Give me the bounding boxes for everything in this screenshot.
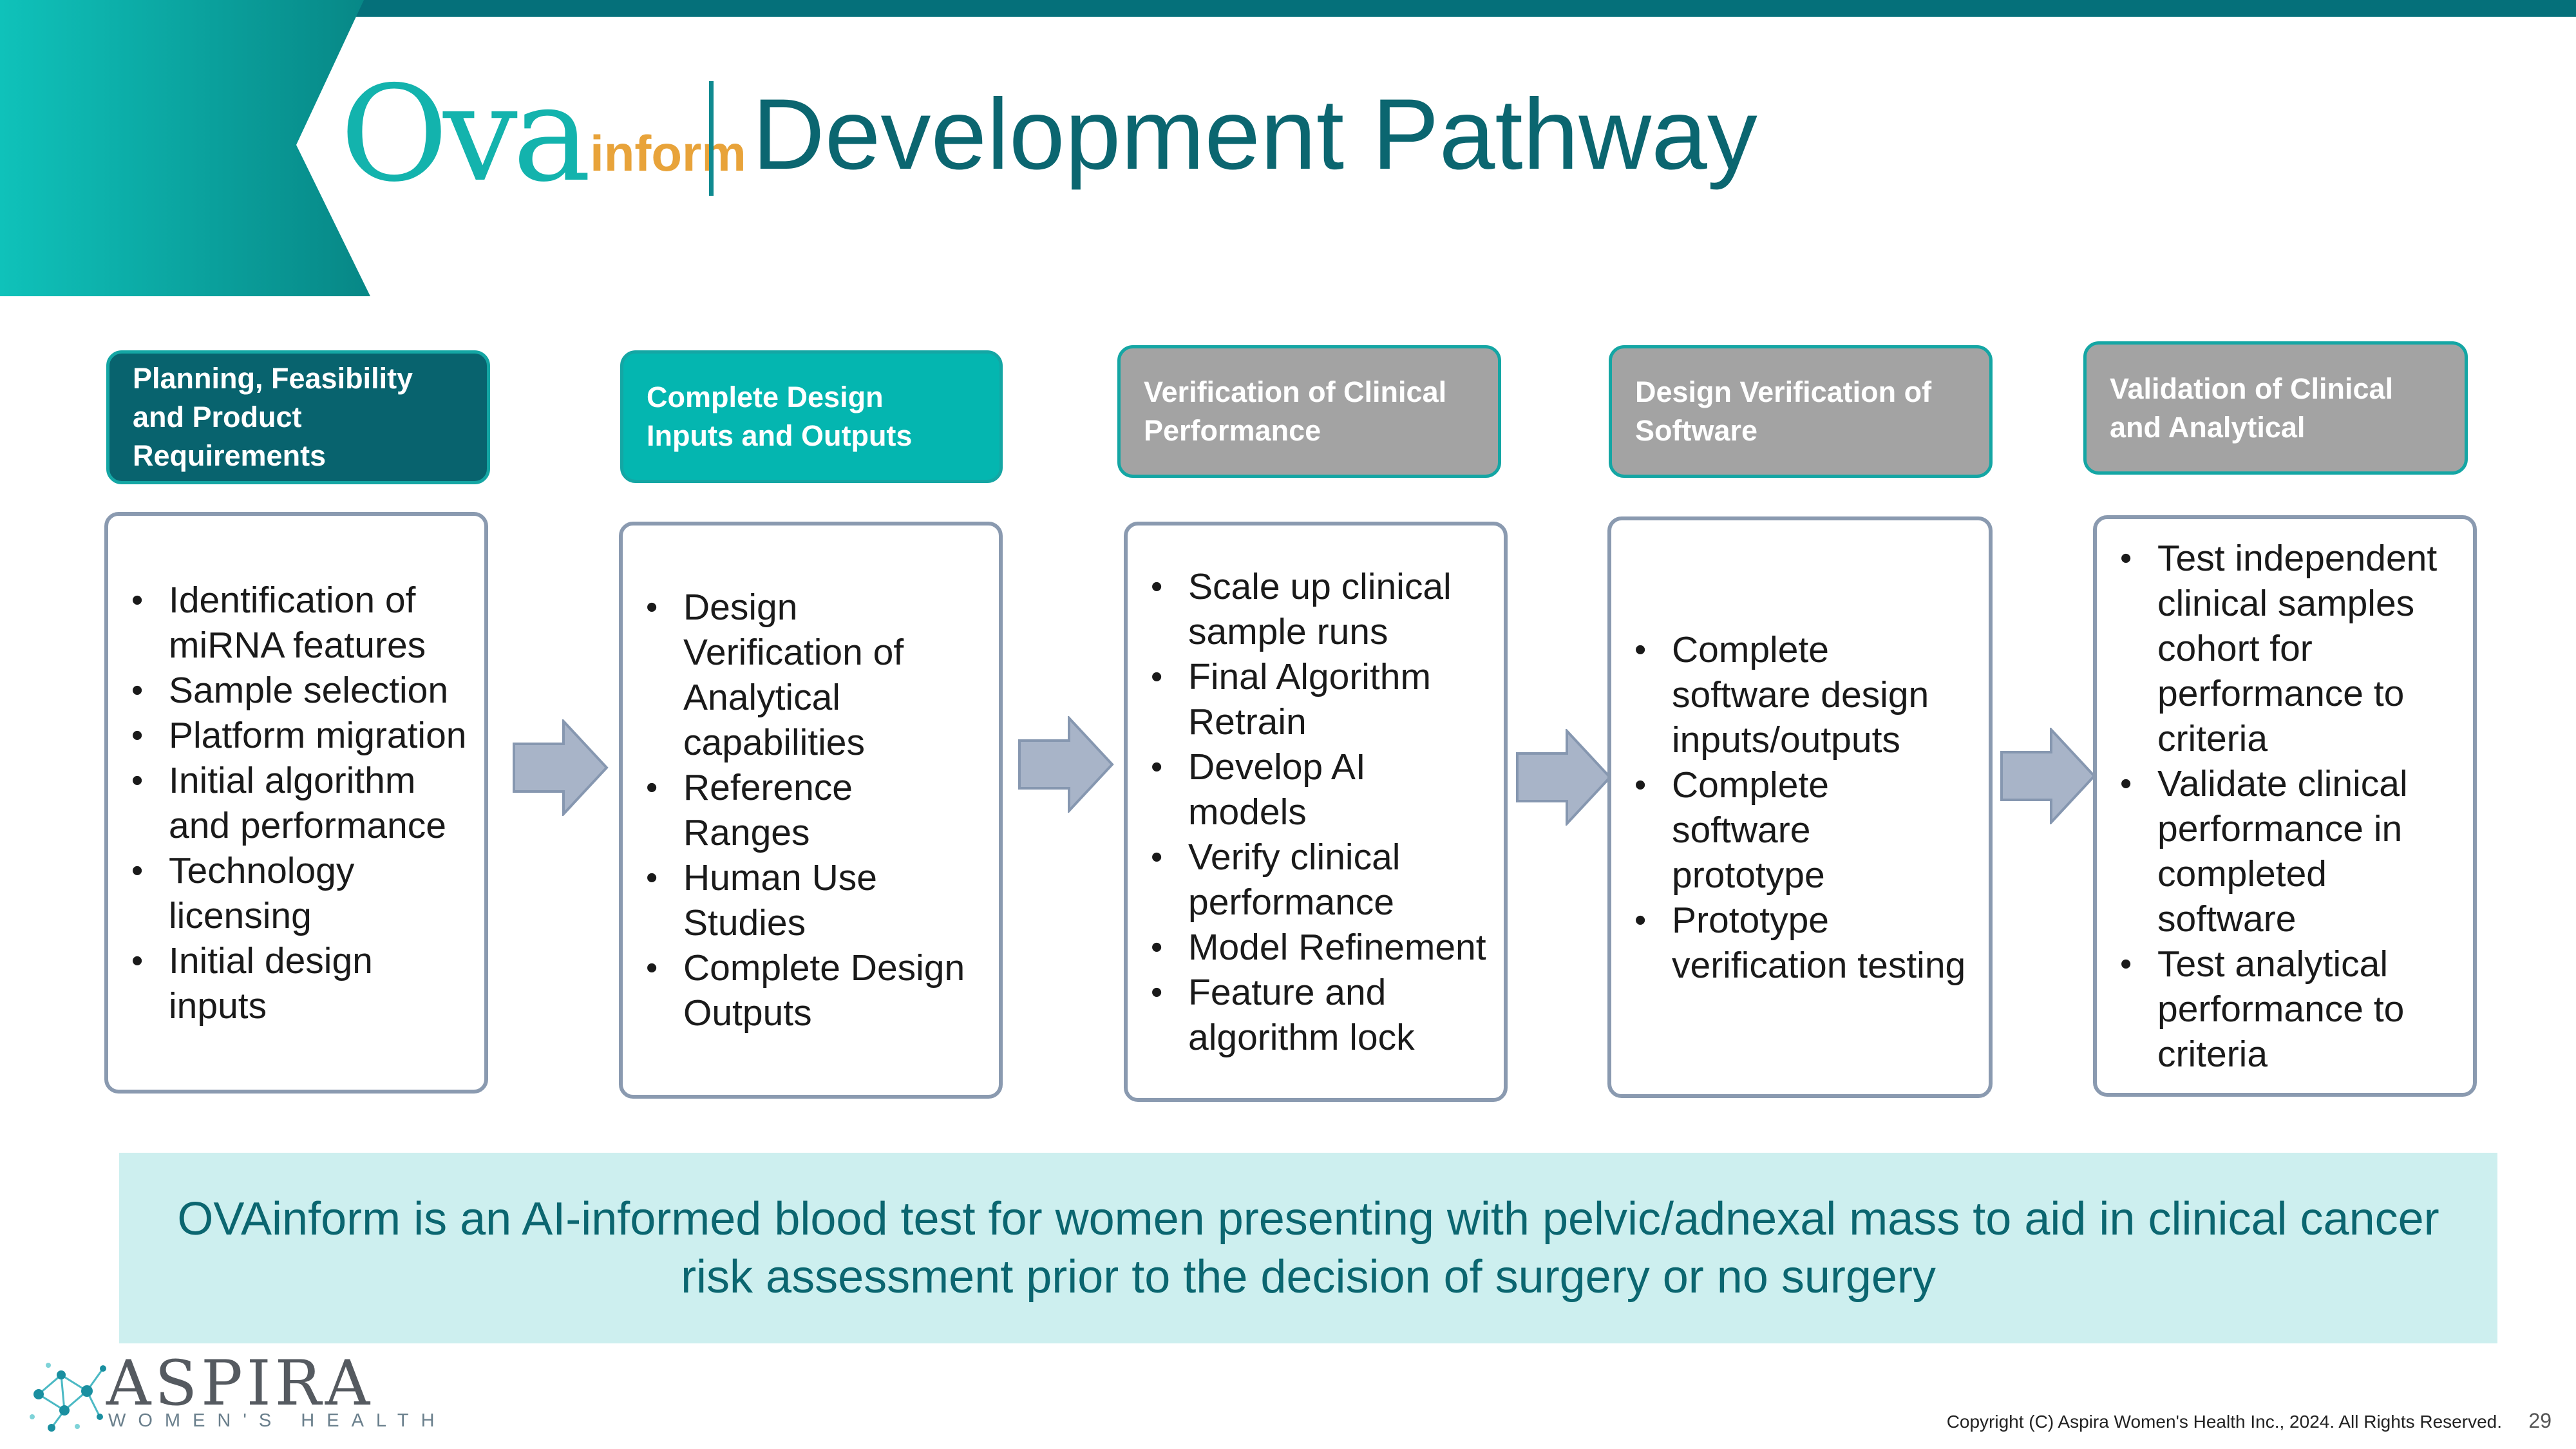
stage-3-box: Scale up clinical sample runs Final Algo…	[1124, 522, 1508, 1102]
stage-5-box: Test independent clinical samples cohort…	[2093, 515, 2477, 1097]
flow-arrow-1	[513, 719, 609, 816]
aspira-logo-text: ASPIRA	[106, 1347, 374, 1419]
stage-2-header: Complete Design Inputs and Outputs	[620, 350, 1003, 483]
title-divider	[709, 81, 714, 196]
stage-4-item: Complete software design inputs/outputs	[1634, 627, 1972, 762]
page-number: 29	[2528, 1409, 2552, 1432]
stage-1-item: Initial algorithm and performance	[131, 758, 468, 848]
ovainform-logo: Ova inform	[340, 59, 746, 201]
stage-1-header: Planning, Feasibility and Product Requir…	[106, 350, 490, 484]
aspira-molecule-icon	[30, 1363, 106, 1432]
stage-4-box: Complete software design inputs/outputs …	[1607, 516, 1993, 1098]
corner-accent	[0, 0, 370, 296]
page-title: Development Pathway	[752, 79, 1757, 191]
stage-1-item: Identification of miRNA features	[131, 578, 468, 668]
stage-3-item: Verify clinical performance	[1151, 835, 1487, 925]
stage-5-item: Validate clinical performance in complet…	[2120, 761, 2456, 942]
stage-1-item: Sample selection	[131, 668, 468, 713]
stage-3-item: Final Algorithm Retrain	[1151, 654, 1487, 744]
stage-2-item: Design Verification of Analytical capabi…	[646, 585, 982, 765]
stage-4-item: Complete software prototype	[1634, 762, 1972, 898]
stage-1-item: Technology licensing	[131, 848, 468, 938]
stage-4-item: Prototype verification testing	[1634, 898, 1972, 988]
flow-arrow-2	[1018, 716, 1114, 813]
aspira-logo-subtext: WOMEN'S HEALTH	[108, 1410, 447, 1431]
stage-2-item: Reference Ranges	[646, 765, 982, 855]
stage-5-list: Test independent clinical samples cohort…	[2120, 536, 2456, 1077]
stage-5-header: Validation of Clinical and Analytical	[2083, 341, 2468, 475]
summary-banner: OVAinform is an AI-informed blood test f…	[119, 1153, 2497, 1343]
stage-1-list: Identification of miRNA features Sample …	[131, 578, 468, 1028]
stage-5-item: Test analytical performance to criteria	[2120, 942, 2456, 1077]
stage-1-box: Identification of miRNA features Sample …	[104, 512, 488, 1094]
top-accent-bar	[0, 0, 2576, 17]
stage-3-item: Feature and algorithm lock	[1151, 970, 1487, 1060]
logo-inform: inform	[590, 125, 746, 182]
stage-2-box: Design Verification of Analytical capabi…	[619, 522, 1003, 1099]
copyright-notice: Copyright (C) Aspira Women's Health Inc.…	[1946, 1412, 2502, 1432]
stage-2-item: Human Use Studies	[646, 855, 982, 945]
stage-1-item: Initial design inputs	[131, 938, 468, 1028]
stage-3-item: Scale up clinical sample runs	[1151, 564, 1487, 654]
stage-3-list: Scale up clinical sample runs Final Algo…	[1151, 564, 1487, 1060]
stage-2-list: Design Verification of Analytical capabi…	[646, 585, 982, 1036]
stage-1-item: Platform migration	[131, 713, 468, 758]
logo-ova: Ova	[340, 58, 591, 211]
stage-2-item: Complete Design Outputs	[646, 945, 982, 1036]
summary-text: OVAinform is an AI-informed blood test f…	[177, 1193, 2439, 1303]
stage-4-header: Design Verification of Software	[1609, 345, 1993, 478]
stage-3-item: Develop AI models	[1151, 744, 1487, 835]
flow-arrow-3	[1516, 729, 1612, 826]
stage-5-item: Test independent clinical samples cohort…	[2120, 536, 2456, 761]
flow-arrow-4	[2000, 728, 2096, 824]
stage-3-item: Model Refinement	[1151, 925, 1487, 970]
stage-4-list: Complete software design inputs/outputs …	[1634, 627, 1972, 988]
stage-3-header: Verification of Clinical Performance	[1117, 345, 1501, 478]
